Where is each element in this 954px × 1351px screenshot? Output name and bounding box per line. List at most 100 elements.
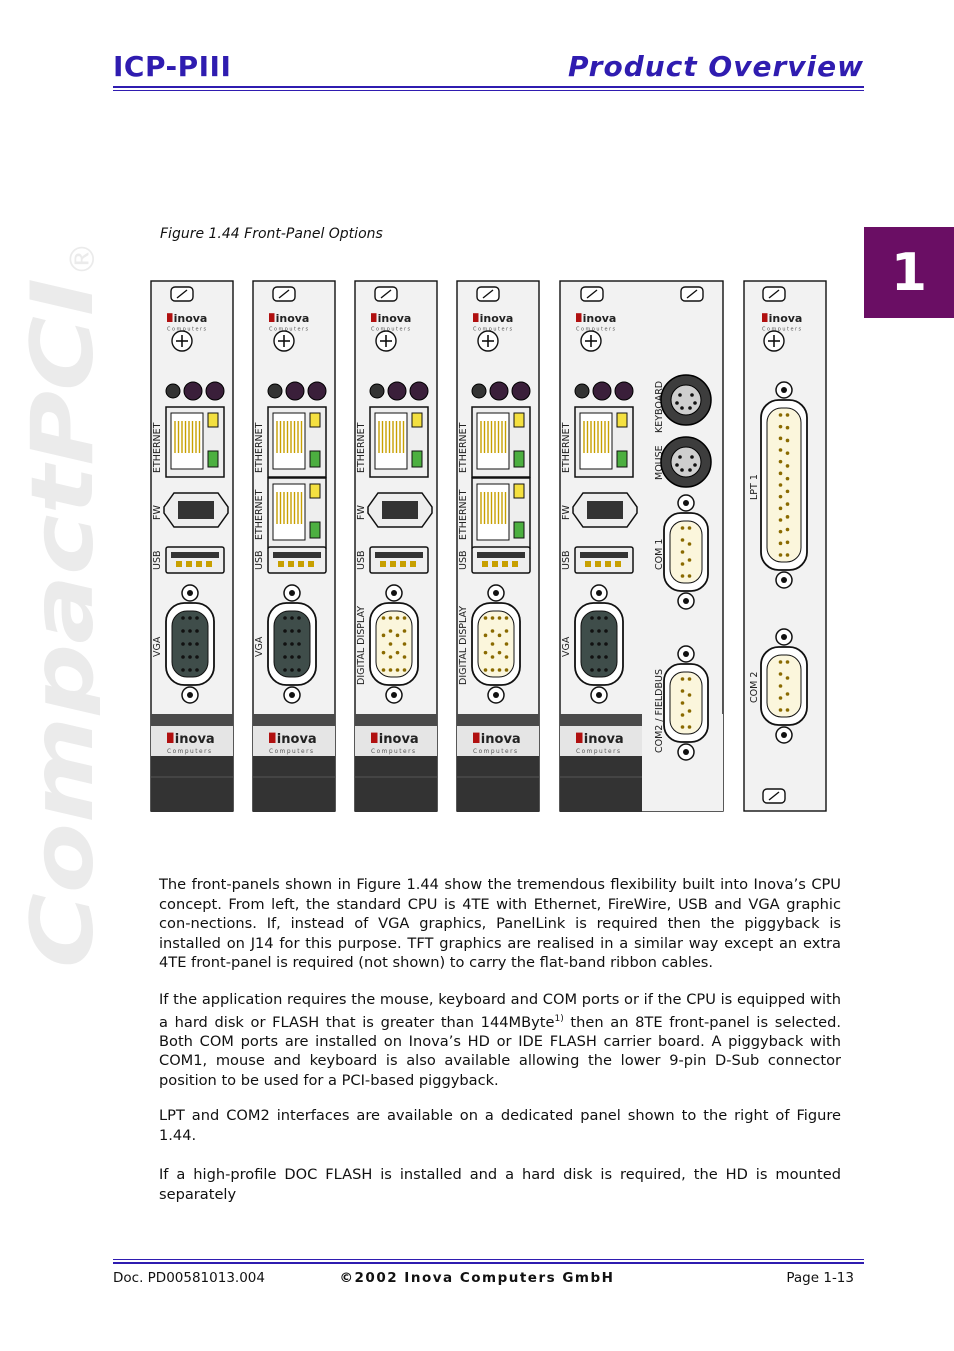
link-led-icon [309,412,321,428]
header-section: Product Overview [568,50,864,83]
activity-led-icon [309,450,321,468]
logo-mark-icon [269,732,276,743]
port-label: ETHERNET [152,422,163,473]
usb-pin [278,561,284,567]
dsub-screw-core [289,590,295,596]
dsub-pin [181,655,185,659]
dsub-screw-core [781,387,787,393]
dsub-pin [497,650,502,655]
panel-handle [560,756,642,812]
ethernet-port-inner [579,412,613,470]
usb-pin [380,561,386,567]
dsub-pin [497,668,502,672]
dsub-pin [402,655,407,659]
panel-handle [355,756,437,812]
paragraph-1: The front-panels shown in Figure 1.44 sh… [159,876,841,971]
dsub-pin [687,526,692,530]
port-label: ETHERNET [458,422,469,473]
activity-led-icon [616,450,628,468]
led-icon [183,381,203,401]
dsub-pin [778,660,783,664]
port-label: VGA [152,636,163,657]
dsub-pin [195,642,199,646]
dsub-pin [604,668,608,672]
dsub-pin [778,541,783,546]
front-panel-figure: inovaComputersETHERNETFWUSBVGAinovaCompu… [150,280,827,812]
logo-subtext: Computers [576,326,617,332]
dsub-pin [381,668,386,672]
oval-screw-slot [686,289,698,299]
firewire-port-inner [587,501,623,519]
logo-text: inova [174,312,208,325]
ps2-pin [690,393,694,397]
usb-port-inner [477,552,525,558]
dsub-pin [778,448,783,452]
dsub-pin [590,655,594,659]
dsub-pin [504,668,509,672]
link-led-icon [207,412,219,428]
panel-handle-top [560,714,642,726]
dsub-pin [785,476,790,481]
panel-handle-top [457,714,539,726]
dsub-pin [290,629,294,633]
dsub-pin [483,633,488,638]
logo-text: inova [481,732,521,747]
dsub-pin [680,562,685,566]
dsub-pin [490,655,495,659]
ethernet-port-inner [476,412,510,470]
ps2-pin [693,401,697,405]
ps2-port-inner [670,384,702,416]
panel-handle [457,756,539,812]
ethernet-port-inner [374,412,408,470]
dsub-pin [188,655,192,659]
port-label: FW [356,505,367,520]
dsub-pin [388,668,393,672]
oval-screw-slot [278,289,290,299]
port-label: ETHERNET [254,422,265,473]
port-label: MOUSE [654,445,665,480]
dsub-pin [290,642,294,646]
port-label: ETHERNET [458,489,469,540]
dsub-inner [669,671,703,735]
footer-doc-number: Doc. PD00581013.004 [113,1270,265,1286]
dsub-pin [297,616,301,620]
led-icon [205,381,225,401]
dsub-screw-core [596,590,602,596]
logo-mark-icon [167,313,173,322]
panel-handle-top [151,714,233,726]
firewire-port-inner [382,501,418,519]
dsub-pin [785,464,790,468]
dsub-pin [402,642,407,646]
dsub-screw-core [683,749,689,755]
dsub-pin [483,616,488,620]
port-label: FW [152,505,163,520]
dsub-pin [297,642,301,646]
led-icon [307,381,327,401]
dsub-pin [778,471,783,476]
paragraph-2-part-2: then an 8TE front-panel is selected. Bot… [159,1013,841,1089]
panel-handle-logo-area [151,726,233,756]
dsub-pin [181,642,185,646]
ethernet-port-inner [476,483,510,541]
dsub-screw-core [187,590,193,596]
dsub-pin [680,538,685,542]
dsub-pin [778,553,783,557]
link-led-icon [411,412,423,428]
footer-copyright: ©2002 Inova Computers GmbH [339,1270,615,1286]
ethernet-port-inner [272,483,306,541]
led-icon [574,383,590,399]
usb-pin [186,561,192,567]
footnote-ref: 1) [554,1013,564,1024]
port-label: ETHERNET [356,422,367,473]
dsub-pin [785,515,790,519]
logo-subtext: Computers [371,749,417,755]
activity-led-icon [411,450,423,468]
dsub-screw-core [683,500,689,506]
dsub-pin [297,668,301,672]
logo-subtext: Computers [167,326,208,332]
led-icon [511,381,531,401]
port-label: COM2 / FIELDBUS [654,669,665,753]
dsub-pin [785,438,790,443]
logo-text: inova [276,312,310,325]
dsub-pin [381,616,386,620]
